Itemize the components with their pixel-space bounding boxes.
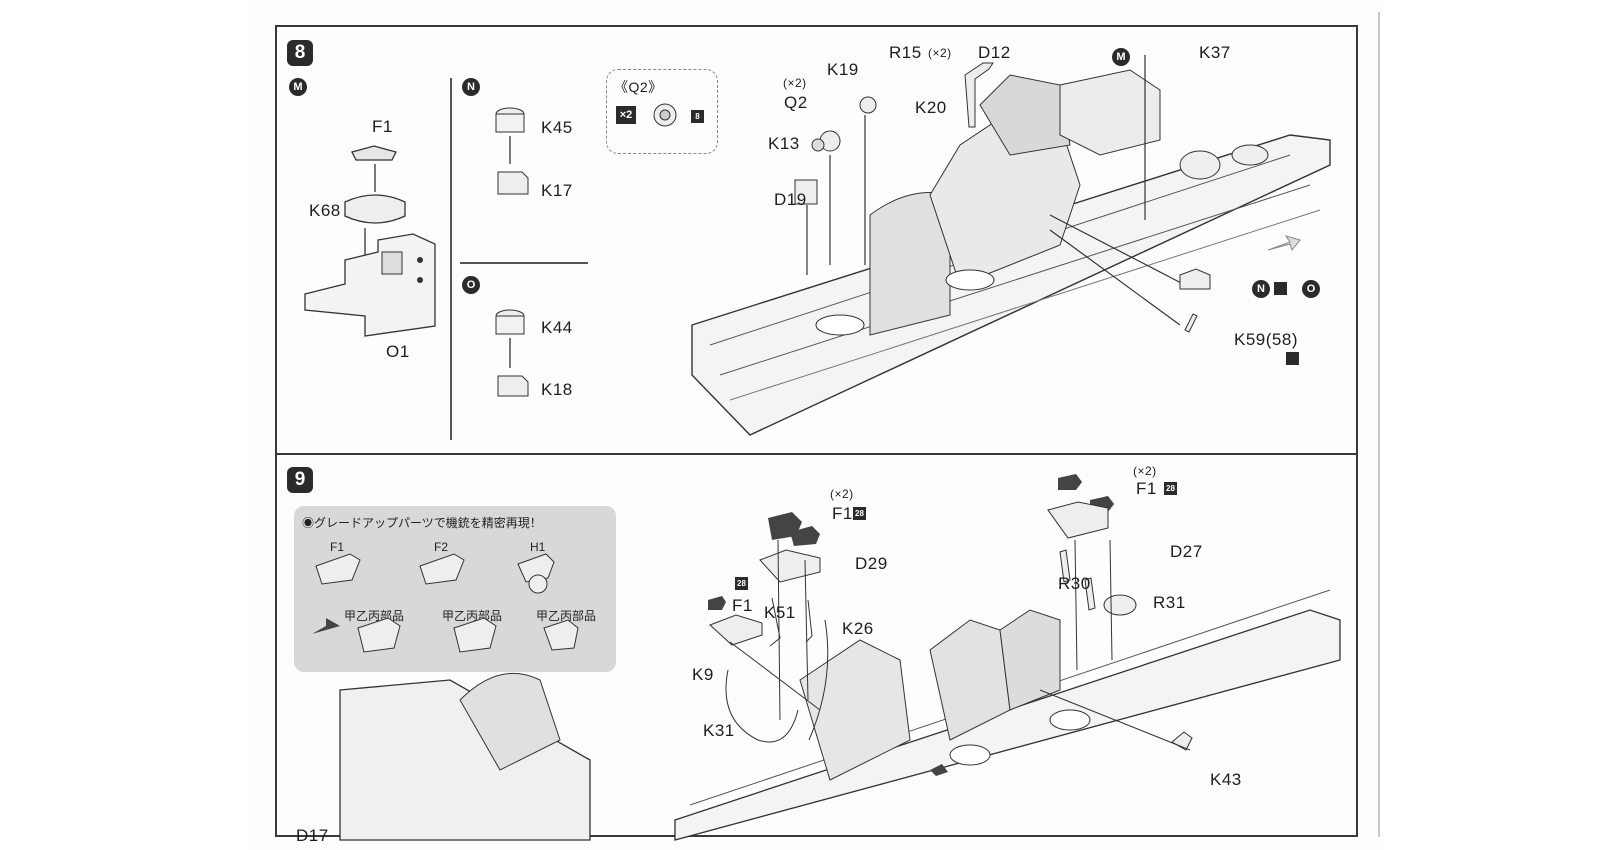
- n-assembly-drawing: [495, 107, 529, 195]
- m-assembly-drawing: [304, 145, 436, 337]
- step-frame: [275, 25, 1358, 837]
- part-d29-label: D29: [855, 554, 888, 573]
- sub-divider-vertical: [450, 78, 452, 440]
- f1-b-ref-tag: 28: [1164, 482, 1177, 495]
- part-f1-c-label: F1: [732, 596, 753, 615]
- step9-ship-drawing: [339, 474, 1341, 841]
- part-f1-label: F1: [372, 117, 393, 136]
- sheet-edge: [1378, 12, 1380, 837]
- part-d27-label: D27: [1170, 542, 1203, 561]
- o-assembly-drawing: [495, 309, 529, 397]
- r15-qty-label: (×2): [928, 46, 952, 60]
- part-k37-label: K37: [1199, 43, 1231, 62]
- part-k43-label: K43: [1210, 770, 1242, 789]
- part-k9-label: K9: [692, 665, 714, 684]
- f1-c-ref-tag: 28: [735, 577, 748, 590]
- part-r30-label: R30: [1058, 574, 1091, 593]
- q2-count-tag: ×2: [616, 106, 636, 124]
- k59-variant-tag: [1286, 352, 1299, 365]
- upgrade-parts-panel: ◉グレードアップパーツで機銃を精密再現！ F1 F2 H1 甲乙丙部品 甲乙丙部…: [294, 506, 616, 672]
- part-k44-label: K44: [541, 318, 573, 337]
- part-k19-label: K19: [827, 60, 859, 79]
- part-f1-b-label: F1: [1136, 479, 1157, 498]
- f1-b-qty-label: (×2): [1133, 464, 1157, 478]
- q2-part-drawing: [653, 103, 677, 127]
- part-d17-label: D17: [296, 826, 329, 845]
- part-q2-label: Q2: [784, 93, 808, 112]
- panel-part-f2: F2: [434, 540, 449, 554]
- q2-ref-tag: 8: [691, 110, 704, 123]
- f1-a-ref-tag: 28: [853, 507, 866, 520]
- variant-o-badge: O: [462, 276, 480, 294]
- panel-grade-label-3: 甲乙丙部品: [536, 609, 597, 623]
- variant-n-badge: N: [462, 78, 480, 96]
- upgrade-panel-title: ◉グレードアップパーツで機銃を精密再現！: [302, 516, 542, 530]
- part-r15-label: R15: [889, 43, 922, 62]
- f1-a-qty-label: (×2): [830, 487, 854, 501]
- q2-qty-label: (×2): [783, 76, 807, 90]
- part-k18-label: K18: [541, 380, 573, 399]
- part-d19-label: D19: [774, 190, 807, 209]
- part-k31-label: K31: [703, 721, 735, 740]
- sub-divider-horizontal: [460, 262, 588, 264]
- step-8-badge: 8: [287, 40, 313, 66]
- part-k59-label: K59(58): [1234, 330, 1298, 349]
- part-r31-label: R31: [1153, 593, 1186, 612]
- upgrade-parts-drawings: [312, 553, 579, 653]
- variant-o-ship-badge: O: [1302, 280, 1320, 298]
- part-k26-label: K26: [842, 619, 874, 638]
- part-k45-label: K45: [541, 118, 573, 137]
- panel-part-h1: H1: [530, 540, 546, 554]
- variant-n-ship-badge: N: [1252, 280, 1270, 298]
- variant-m-ship-badge: M: [1112, 48, 1130, 66]
- variant-mix-tag: [1274, 282, 1287, 295]
- part-k51-label: K51: [764, 603, 796, 622]
- step-9-badge: 9: [287, 467, 313, 493]
- step8-ship-drawing: [691, 55, 1331, 436]
- variant-m-badge: M: [289, 78, 307, 96]
- part-d12-label: D12: [978, 43, 1011, 62]
- q2-box-title: 《Q2》: [614, 79, 663, 95]
- part-k20-label: K20: [915, 98, 947, 117]
- panel-part-f1: F1: [330, 540, 345, 554]
- part-o1-label: O1: [386, 342, 410, 361]
- part-k13-label: K13: [768, 134, 800, 153]
- part-k17-label: K17: [541, 181, 573, 200]
- step-divider: [275, 453, 1358, 455]
- q2-detail-box: [606, 69, 718, 154]
- part-k68-label: K68: [309, 201, 341, 220]
- part-f1-a-label: F1: [832, 504, 853, 523]
